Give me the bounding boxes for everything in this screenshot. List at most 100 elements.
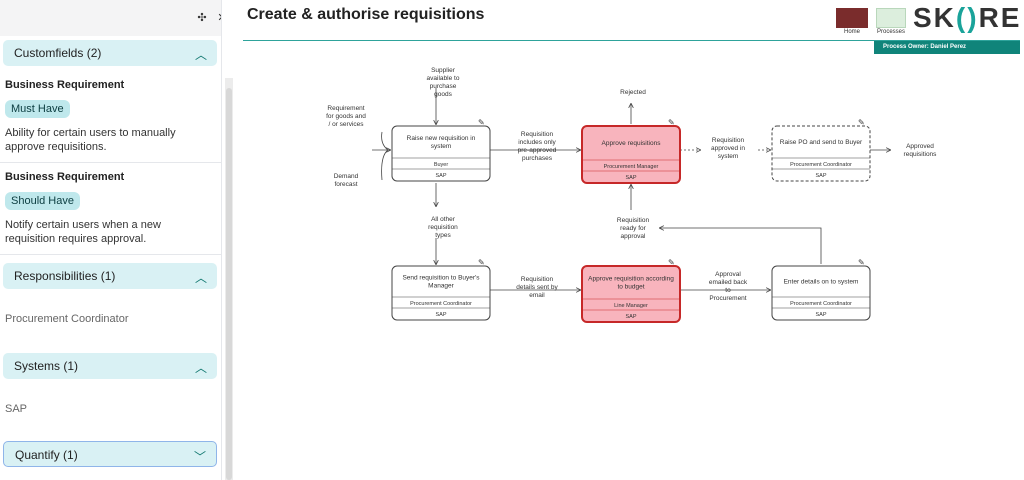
flow-label: Requirement xyxy=(327,105,364,112)
requirement-item: Business Requirement Must Have Ability f… xyxy=(0,79,221,154)
activity-role: Procurement Coordinator xyxy=(410,301,472,307)
requirement-label: Business Requirement xyxy=(5,79,125,91)
chevron-down-icon: ﹀ xyxy=(193,450,206,464)
panel-scrollbar[interactable] xyxy=(225,78,233,480)
activity-rect xyxy=(581,265,681,323)
flow-label: approved in xyxy=(711,145,745,152)
flow-label: Requisition xyxy=(521,131,554,138)
flow-label: / or services xyxy=(328,121,364,128)
activity-role: Procurement Coordinator xyxy=(790,162,852,168)
close-panel-icon[interactable]: ✕ xyxy=(214,10,221,26)
home-link[interactable]: Home xyxy=(843,29,860,35)
scrollbar-thumb[interactable] xyxy=(226,88,232,480)
flow-label: Requisition xyxy=(712,137,745,144)
panel-toolbar: ✣ ✕ xyxy=(0,0,221,36)
systems-header[interactable]: Systems (1) ︿ xyxy=(3,353,217,379)
systems-title: Systems (1) xyxy=(14,359,79,373)
activity-title: Enter details on to system xyxy=(784,279,859,286)
activity-title: Raise new requisition in xyxy=(407,135,476,142)
activity-system: SAP xyxy=(625,314,636,320)
customfields-header[interactable]: Customfields (2) ︿ xyxy=(3,40,217,66)
flow-label: types xyxy=(435,232,451,239)
activity-rect xyxy=(391,265,491,321)
logo-mark: () xyxy=(955,2,979,33)
flow-label: Requisition xyxy=(617,217,650,224)
attachment-icon[interactable]: ✎ xyxy=(478,118,485,127)
flow-label: Supplier xyxy=(431,67,456,74)
activity-title: Approve requisitions xyxy=(602,140,662,147)
page-title: Create & authorise requisitions xyxy=(247,6,485,23)
skore-logo: SK()RE xyxy=(913,2,1021,34)
attachment-icon[interactable]: ✎ xyxy=(858,258,865,267)
priority-badge: Should Have xyxy=(5,192,80,210)
connectors xyxy=(372,88,890,290)
activity-title: system xyxy=(431,143,452,150)
activity-role: Buyer xyxy=(434,162,449,168)
flow-label: Demand xyxy=(334,173,359,180)
responsibility-item: Procurement Coordinator xyxy=(5,313,129,325)
activity-system: SAP xyxy=(435,312,446,318)
flow-label: includes only xyxy=(518,139,556,146)
details-panel: ✣ ✕ Customfields (2) ︿ Business Requirem… xyxy=(0,0,222,480)
activity-system: SAP xyxy=(815,173,826,179)
quantify-header[interactable]: Quantify (1) ﹀ xyxy=(3,441,217,467)
connector-arrow xyxy=(660,228,822,264)
process-owner-banner: Process Owner: Daniel Perez xyxy=(874,41,1020,54)
activity-rect xyxy=(771,125,871,182)
collapse-panel-icon[interactable]: ✣ xyxy=(197,12,207,24)
flow-label: available to xyxy=(427,75,460,82)
activity-system: SAP xyxy=(815,312,826,318)
chevron-up-icon: ︿ xyxy=(194,361,207,375)
divider xyxy=(0,162,221,163)
flow-label: Approval xyxy=(715,271,741,278)
process-diagram: Raise new requisition insystemBuyerSAP✎A… xyxy=(326,67,937,323)
input-brace xyxy=(381,131,389,181)
responsibilities-header[interactable]: Responsibilities (1) ︿ xyxy=(3,263,217,289)
flow-label: to xyxy=(725,287,731,294)
flow-label: purchase xyxy=(430,83,457,90)
home-thumbnail[interactable] xyxy=(836,8,868,28)
activity-system: SAP xyxy=(625,175,636,181)
activity-rect xyxy=(771,265,871,321)
attachment-icon[interactable]: ✎ xyxy=(478,258,485,267)
attachment-icon[interactable]: ✎ xyxy=(858,118,865,127)
activity-title: Manager xyxy=(428,283,454,290)
priority-badge: Must Have xyxy=(5,100,70,118)
chevron-up-icon: ︿ xyxy=(194,48,207,62)
chevron-up-icon: ︿ xyxy=(194,271,207,285)
requirement-text: Notify certain users when a new requisit… xyxy=(5,219,161,245)
flow-label: Rejected xyxy=(620,89,646,96)
flow-label: system xyxy=(718,153,739,160)
flow-label: Procurement xyxy=(709,295,746,302)
flow-label: approval xyxy=(621,233,646,240)
flow-label: details sent by xyxy=(516,284,558,291)
activity-box[interactable]: Send requisition to Buyer'sManagerProcur… xyxy=(391,258,491,321)
processes-thumbnail[interactable] xyxy=(876,8,906,28)
flow-label: requisitions xyxy=(904,151,938,158)
flow-label: All other xyxy=(431,216,456,223)
flow-label: purchases xyxy=(522,155,553,162)
divider xyxy=(0,254,221,255)
requirement-text: Ability for certain users to manually ap… xyxy=(5,127,176,153)
flow-label: emailed back xyxy=(709,279,748,286)
responsibilities-title: Responsibilities (1) xyxy=(14,269,116,283)
activity-role: Line Manager xyxy=(614,303,648,309)
processes-link[interactable]: Processes xyxy=(876,29,905,35)
flow-label: email xyxy=(529,292,545,299)
activity-title: Send requisition to Buyer's xyxy=(402,275,480,282)
flow-label: Approved xyxy=(906,143,934,150)
activity-system: SAP xyxy=(435,173,446,179)
system-item: SAP xyxy=(5,403,28,415)
activity-title: Approve requisition according xyxy=(588,276,674,283)
attachment-icon[interactable]: ✎ xyxy=(668,118,675,127)
attachment-icon[interactable]: ✎ xyxy=(668,258,675,267)
logo-text: RE xyxy=(978,2,1022,33)
logo-text: SK xyxy=(913,2,956,33)
flow-label: requisition xyxy=(428,224,458,231)
